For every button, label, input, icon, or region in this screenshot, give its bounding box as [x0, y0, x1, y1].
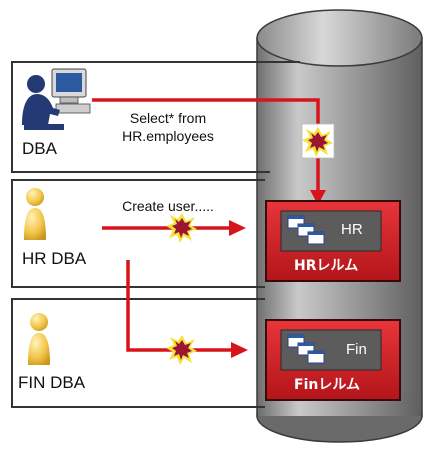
dba-label: DBA	[22, 139, 57, 158]
dba-box	[11, 61, 300, 173]
access-arrows	[92, 98, 320, 352]
fin-dba-box	[11, 298, 265, 408]
blocked-burst-icon	[301, 123, 335, 159]
hr-dba-label: HR DBA	[22, 249, 87, 268]
fin-realm-name: Fin	[346, 341, 367, 358]
fin-realm-caption: Finレルム	[294, 377, 361, 393]
person-icon	[28, 313, 50, 365]
hr-dba-box	[11, 179, 265, 288]
blocked-burst-icon	[166, 335, 197, 365]
computer-user-icon	[22, 68, 91, 130]
arrow-heads	[229, 190, 326, 358]
blocked-burst-icon	[166, 213, 197, 243]
hr-realm	[265, 200, 401, 282]
dba-query-line1: Select* from	[129, 110, 207, 126]
hr-create-label: Create user.....	[122, 198, 214, 214]
person-icon	[24, 188, 46, 240]
hr-realm-name: HR	[341, 221, 363, 238]
fin-dba-label: FIN DBA	[18, 373, 86, 392]
hr-realm-caption: HRレルム	[294, 258, 359, 274]
windows-group-icon	[287, 215, 325, 245]
dba-query-line2: HR.employees	[122, 128, 214, 144]
windows-group-icon	[287, 334, 325, 364]
